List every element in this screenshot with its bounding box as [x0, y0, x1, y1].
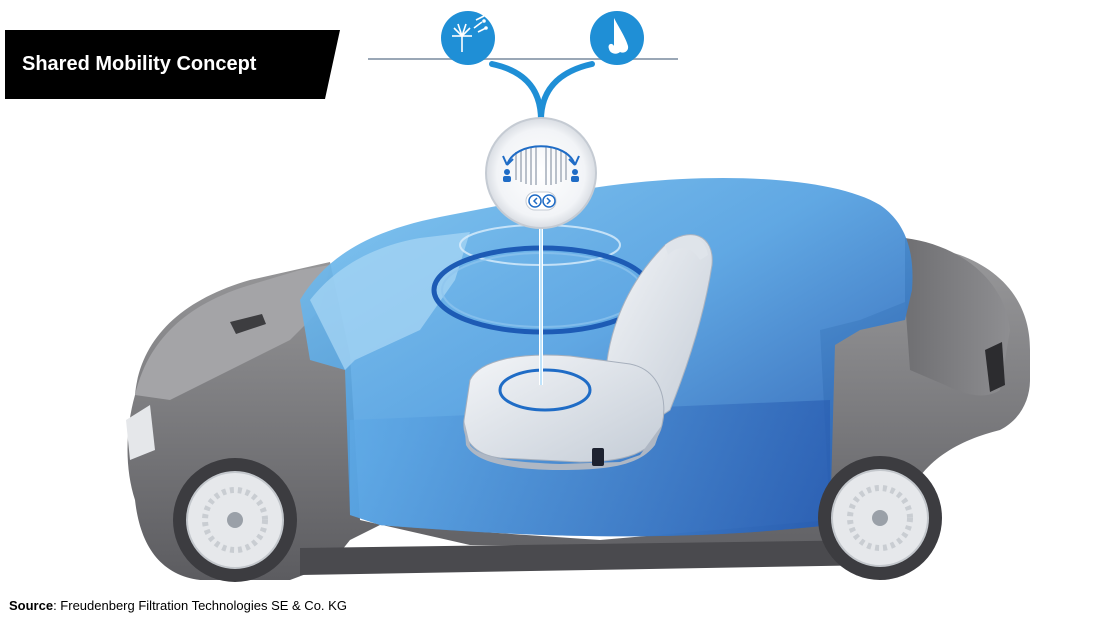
dandelion-pollen-icon	[441, 11, 495, 65]
page-title: Shared Mobility Concept	[22, 53, 257, 75]
car-seat	[463, 234, 713, 470]
front-wheel	[173, 458, 297, 582]
nose-odor-icon	[590, 11, 644, 65]
cabin-air-volume	[300, 178, 913, 537]
rear-wheel	[818, 456, 942, 580]
source-text: : Freudenberg Filtration Technologies SE…	[53, 598, 347, 613]
title-banner: Shared Mobility Concept	[5, 30, 340, 99]
source-label: Source	[9, 598, 54, 613]
seat-ring	[498, 368, 592, 412]
filter-unit-hub	[485, 117, 597, 229]
banner-background	[5, 30, 340, 99]
source-caption: Source: Freudenberg Filtration Technolog…	[9, 598, 347, 613]
